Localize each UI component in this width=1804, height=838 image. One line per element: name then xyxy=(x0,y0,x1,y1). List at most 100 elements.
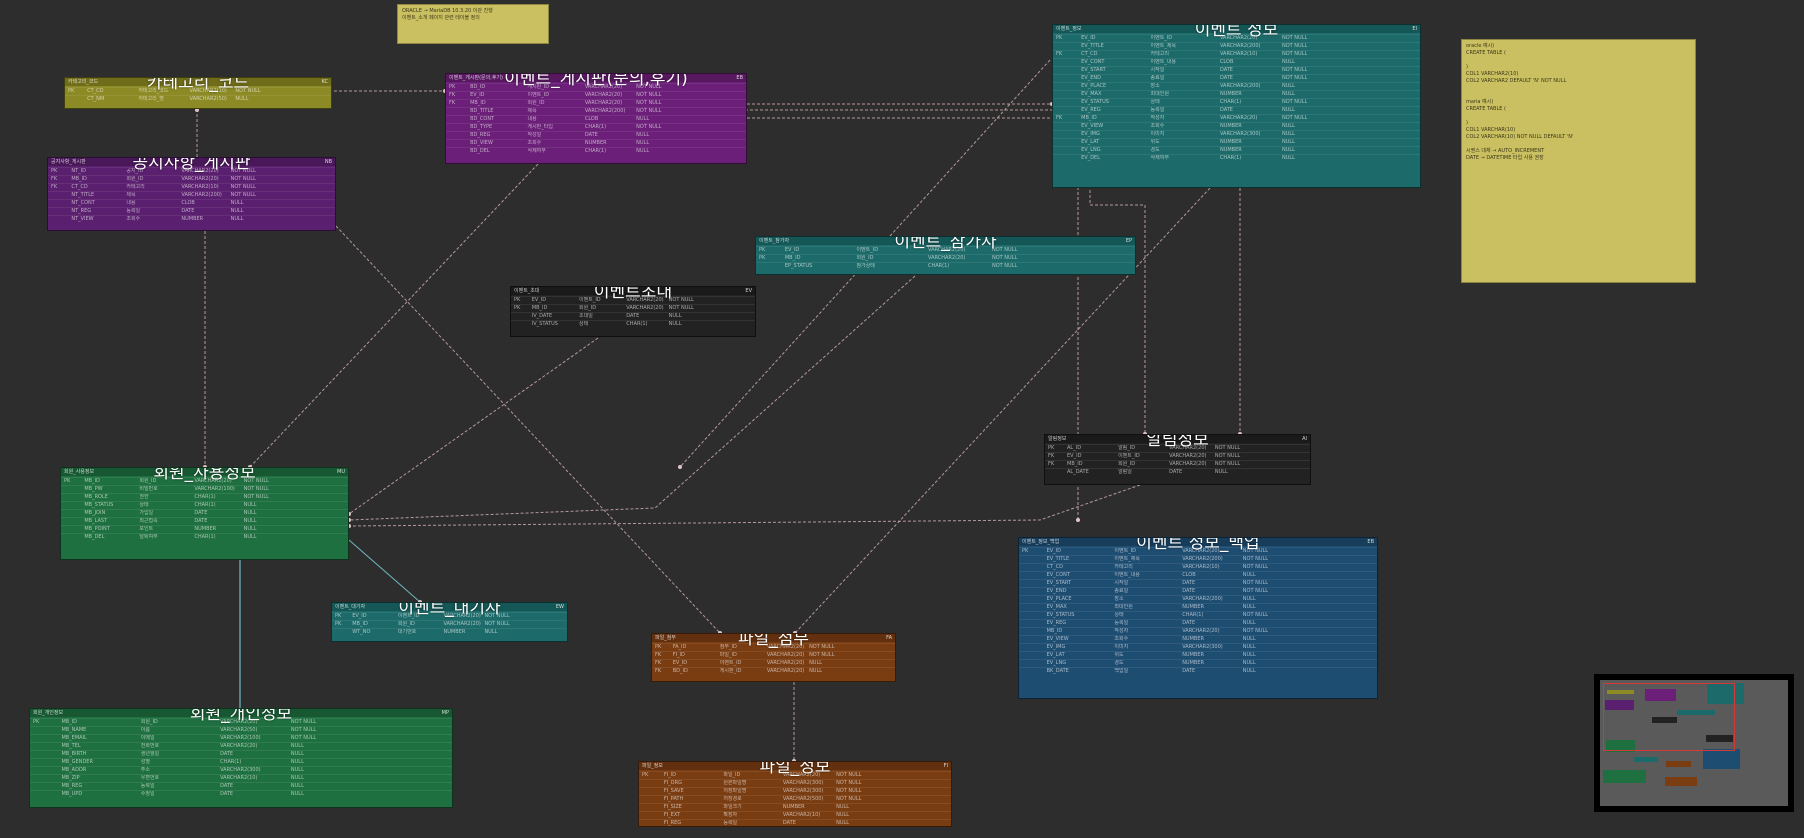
minimap[interactable] xyxy=(1594,674,1794,812)
minimap-canvas[interactable] xyxy=(1600,680,1788,806)
minimap-viewport[interactable] xyxy=(1603,683,1735,751)
